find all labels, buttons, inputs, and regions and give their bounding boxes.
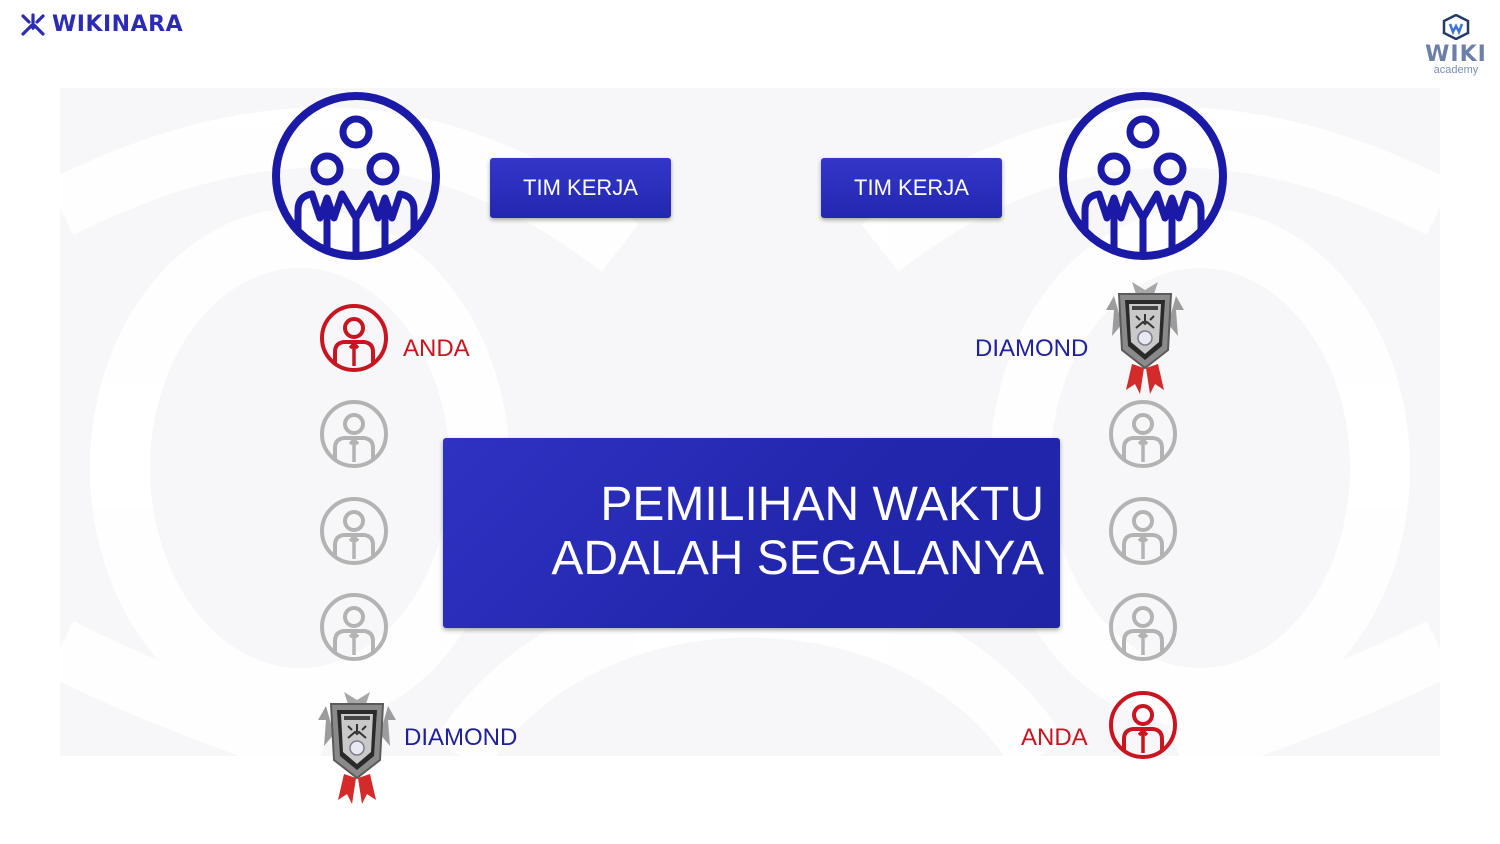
wikinara-logo: WIKINARA xyxy=(20,12,183,37)
academy-title: WIKI xyxy=(1425,42,1487,67)
wiki-academy-logo: WIKI academy xyxy=(1424,13,1488,76)
team-group-icon-right xyxy=(1057,90,1229,262)
wikinara-logo-icon xyxy=(21,12,45,36)
background-pattern xyxy=(60,88,1440,756)
label-diamond-left: DIAMOND xyxy=(404,724,518,751)
person-icon-gray xyxy=(318,398,390,470)
label-anda-right: ANDA xyxy=(1021,724,1088,751)
brand-name: WIKINARA xyxy=(52,12,184,37)
label-anda-left: ANDA xyxy=(403,335,470,362)
person-icon-gray xyxy=(318,591,390,663)
label-diamond-right: DIAMOND xyxy=(975,335,1089,362)
center-banner: PEMILIHAN WAKTU ADALAH SEGALANYA xyxy=(443,438,1060,628)
person-icon-gray xyxy=(1107,495,1179,567)
tim-kerja-button-right[interactable]: TIM KERJA xyxy=(821,158,1002,218)
wiki-academy-logo-icon xyxy=(1442,13,1470,41)
person-icon-you-right xyxy=(1107,689,1179,761)
tim-kerja-button-label: TIM KERJA xyxy=(523,175,638,200)
person-icon-you-left xyxy=(318,302,390,374)
banner-line-2: ADALAH SEGALANYA xyxy=(551,532,1044,585)
person-icon-gray xyxy=(318,495,390,567)
banner-line-1: PEMILIHAN WAKTU xyxy=(600,478,1044,531)
academy-subtitle: academy xyxy=(1433,64,1479,76)
tim-kerja-button-left[interactable]: TIM KERJA xyxy=(490,158,671,218)
tim-kerja-button-label: TIM KERJA xyxy=(854,175,969,200)
team-group-icon-left xyxy=(270,90,442,262)
person-icon-gray xyxy=(1107,398,1179,470)
diamond-medal-icon-right xyxy=(1102,276,1188,396)
diamond-medal-icon-left xyxy=(314,686,400,806)
banner-text: PEMILIHAN WAKTU ADALAH SEGALANYA xyxy=(551,478,1044,586)
person-icon-gray xyxy=(1107,591,1179,663)
